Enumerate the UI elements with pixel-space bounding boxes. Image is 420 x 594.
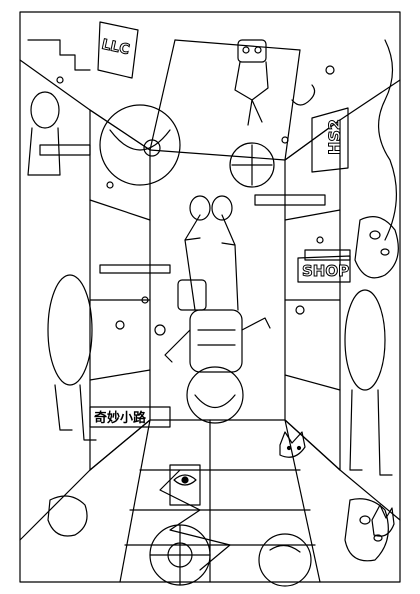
space-helmet-icon: [99, 104, 275, 188]
eye-icon: [169, 464, 201, 506]
right-figure: [344, 39, 397, 476]
wall-sign-left-text: LLC: [100, 37, 131, 58]
wall-sign-left: [97, 21, 139, 79]
bubbles: [56, 65, 335, 336]
wall-sign-right-text: HS2: [325, 119, 344, 155]
shop-sign: [297, 255, 351, 283]
robot-icon: [234, 39, 316, 126]
ufo-icon: [149, 524, 312, 587]
street-sign-text: 奇妙小路: [94, 410, 147, 426]
shop-sign-text: SHOP: [302, 262, 349, 280]
wall-sign-right: [311, 107, 349, 173]
street-sign: [89, 406, 171, 428]
cat-icon: [279, 431, 306, 458]
organic-pattern: [47, 216, 399, 562]
left-figure: [27, 91, 97, 441]
astronaut-figure-icon: [164, 195, 271, 424]
